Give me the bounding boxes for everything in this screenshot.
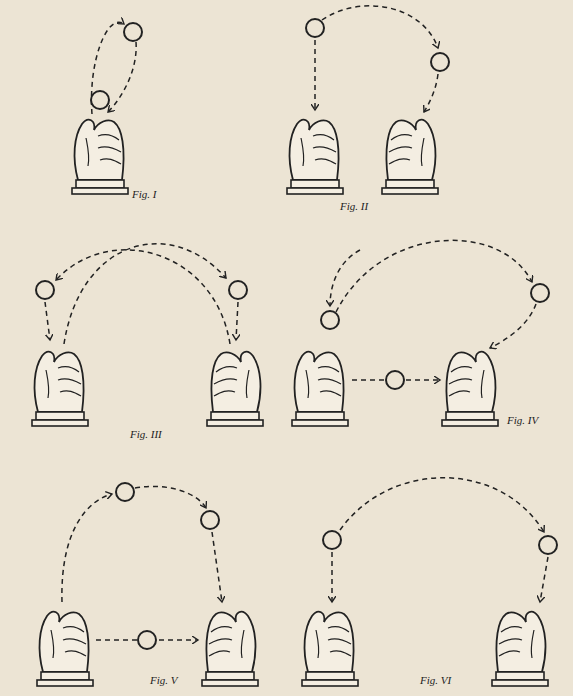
figure-label: Fig. I (130, 188, 158, 200)
ball (531, 284, 549, 302)
figure-label: Fig. V (148, 674, 180, 686)
hand (72, 120, 128, 194)
ball-path (330, 250, 360, 306)
figure-two (287, 6, 449, 194)
ball-path (91, 22, 124, 114)
hand (37, 612, 93, 686)
hand (442, 352, 498, 426)
figure-one (72, 22, 142, 194)
hand (302, 612, 358, 686)
ball-path (540, 557, 548, 602)
ball-path (322, 6, 438, 48)
figure-label-box: Fig. VI (418, 670, 453, 688)
hand (202, 612, 258, 686)
figure-label-box: Fig. III (128, 424, 164, 442)
ball (138, 631, 156, 649)
ball (431, 53, 449, 71)
ball (201, 511, 219, 529)
ball (386, 371, 404, 389)
figure-label: Fig. IV (505, 414, 540, 426)
ball-path (236, 302, 238, 340)
ball-path (62, 494, 112, 602)
figure-five (37, 483, 258, 686)
ball-path (424, 74, 438, 112)
hand (287, 120, 343, 194)
hand (32, 352, 88, 426)
ball-path (314, 40, 316, 110)
ball (36, 281, 54, 299)
hand (492, 612, 548, 686)
ball-path (340, 478, 544, 532)
ball-path (135, 486, 206, 508)
figure-label: Fig. III (128, 428, 164, 440)
figure-label-box: Fig. I (130, 184, 158, 202)
ball-path (331, 552, 333, 602)
figure-label-box: Fig. IV (505, 410, 540, 428)
ball (539, 536, 557, 554)
hand (382, 120, 438, 194)
ball-path (212, 532, 222, 602)
ball-path (108, 42, 136, 112)
ball (323, 531, 341, 549)
figure-three (32, 244, 263, 426)
hand (207, 352, 263, 426)
ball-path (490, 304, 536, 348)
ball (116, 483, 134, 501)
ball (91, 91, 109, 109)
ball (306, 19, 324, 37)
figure-label: Fig. II (338, 200, 370, 212)
ball-path (56, 250, 230, 344)
ball (124, 23, 142, 41)
ball-path (64, 244, 226, 344)
figure-six (302, 478, 557, 686)
ball (321, 311, 339, 329)
ball (229, 281, 247, 299)
figure-four (292, 240, 549, 426)
ball-path (45, 302, 50, 340)
figure-label-box: Fig. II (338, 196, 370, 214)
figure-label-box: Fig. V (148, 670, 180, 688)
ball-path (336, 240, 532, 312)
hand (292, 352, 348, 426)
figure-label: Fig. VI (418, 674, 453, 686)
